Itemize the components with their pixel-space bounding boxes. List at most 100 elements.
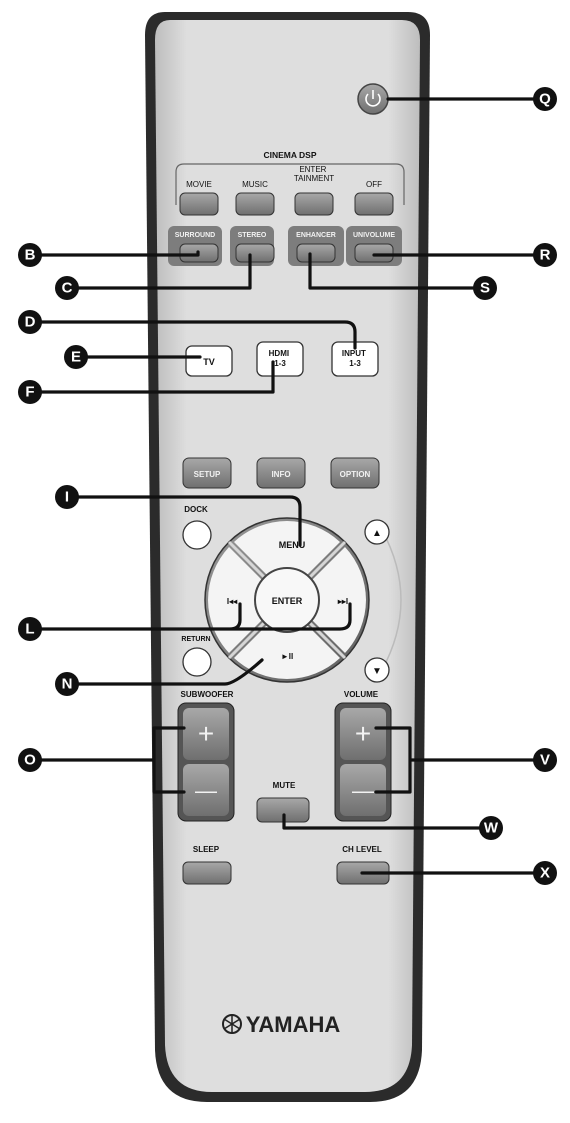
callout-r: R: [533, 243, 557, 267]
svg-text:R: R: [540, 247, 551, 264]
callout-e: E: [64, 345, 88, 369]
callout-d: D: [18, 310, 42, 334]
setup-label: SETUP: [194, 470, 221, 479]
callout-w: W: [479, 816, 503, 840]
callout-s: S: [473, 276, 497, 300]
enter-button[interactable]: [254, 567, 320, 633]
svg-text:F: F: [25, 384, 34, 401]
input-label-line1: INPUT: [342, 349, 366, 358]
cinema-dsp-frame: [175, 163, 405, 205]
cinema-dsp-label: CINEMA DSP: [263, 150, 316, 160]
info-button[interactable]: INFO: [256, 457, 306, 489]
hdmi-label-line1: HDMI: [269, 349, 289, 358]
surround-button[interactable]: SURROUND: [168, 226, 222, 266]
previous-button[interactable]: [208, 547, 282, 653]
return-label: RETURN: [181, 636, 210, 643]
tv-label: TV: [203, 357, 215, 367]
input-label-line2: 1-3: [349, 359, 361, 368]
dsp-button-entertainment[interactable]: ENTER TAINMENT: [294, 165, 334, 216]
menu-label: MENU: [279, 540, 306, 550]
down-icon: ▼: [372, 666, 382, 677]
svg-text:D: D: [25, 314, 36, 331]
univolume-label: UNIVOLUME: [353, 232, 395, 239]
tv-button[interactable]: TV: [185, 345, 233, 377]
navigation-cluster: ENTER MENU I◂◂ ▸▸I ►II: [204, 517, 370, 683]
info-label: INFO: [271, 470, 290, 479]
svg-text:I: I: [65, 489, 69, 506]
subwoofer-plus-button[interactable]: +: [183, 708, 229, 760]
stereo-label: STEREO: [238, 232, 267, 239]
callout-i: I: [55, 485, 79, 509]
up-button[interactable]: ▲: [364, 519, 390, 545]
univolume-button[interactable]: UNIVOLUME: [346, 226, 402, 266]
callout-leaders: [36, 97, 544, 875]
dsp-button-movie[interactable]: MOVIE: [179, 180, 219, 216]
subwoofer-label: SUBWOOFER: [181, 690, 234, 699]
dsp-label-entertainment: ENTER TAINMENT: [294, 165, 334, 183]
navigation-arc: [381, 529, 402, 671]
svg-text:X: X: [540, 865, 550, 882]
sleep-label: SLEEP: [193, 845, 220, 854]
brand-label: YAMAHA: [246, 1012, 341, 1037]
ch-level-label: CH LEVEL: [342, 845, 382, 854]
enhancer-button[interactable]: ENHANCER: [288, 226, 344, 266]
svg-text:B: B: [25, 247, 36, 264]
power-button[interactable]: [357, 83, 389, 115]
dsp-button-music[interactable]: MUSIC: [235, 180, 275, 216]
volume-rocker: + —: [334, 702, 392, 822]
play-pause-icon: ►II: [281, 652, 293, 661]
dsp-label-entertainment-line2: TAINMENT: [294, 174, 334, 183]
callout-b: B: [18, 243, 42, 267]
svg-text:S: S: [480, 280, 490, 297]
setup-button[interactable]: SETUP: [182, 457, 232, 489]
volume-plus-button[interactable]: +: [340, 708, 386, 760]
svg-text:W: W: [484, 820, 499, 837]
input-button[interactable]: INPUT 1-3: [331, 341, 379, 377]
up-icon: ▲: [372, 528, 382, 539]
subwoofer-minus-icon: —: [195, 778, 217, 803]
dsp-label-off: OFF: [366, 180, 382, 189]
subwoofer-minus-button[interactable]: —: [183, 764, 229, 816]
volume-label: VOLUME: [344, 690, 379, 699]
enter-label: ENTER: [272, 596, 303, 606]
svg-text:E: E: [71, 349, 81, 366]
svg-text:V: V: [540, 752, 550, 769]
hdmi-button[interactable]: HDMI 1-3: [256, 341, 304, 377]
dsp-label-music: MUSIC: [242, 180, 268, 189]
sleep-button[interactable]: [182, 861, 232, 885]
callout-f: F: [18, 380, 42, 404]
mute-label: MUTE: [273, 781, 296, 790]
volume-plus-icon: +: [355, 718, 371, 749]
stereo-button[interactable]: STEREO: [230, 226, 275, 266]
subwoofer-rocker: + —: [177, 702, 235, 822]
yamaha-logo: YAMAHA: [222, 1012, 341, 1037]
return-button[interactable]: [182, 647, 212, 677]
next-icon: ▸▸I: [337, 597, 348, 606]
volume-minus-icon: —: [352, 778, 374, 803]
previous-icon: I◂◂: [227, 597, 238, 606]
callout-v: V: [533, 748, 557, 772]
dsp-label-movie: MOVIE: [186, 180, 212, 189]
svg-text:O: O: [24, 752, 36, 769]
dock-label: DOCK: [184, 505, 208, 514]
svg-text:L: L: [25, 621, 34, 638]
enhancer-label: ENHANCER: [296, 232, 336, 239]
down-button[interactable]: ▼: [364, 657, 390, 683]
dock-button[interactable]: [182, 520, 212, 550]
callout-x: X: [533, 861, 557, 885]
input-label: INPUT 1-3: [342, 349, 368, 368]
callout-o: O: [18, 748, 42, 772]
surround-label: SURROUND: [175, 232, 215, 239]
menu-button[interactable]: [234, 521, 340, 595]
option-button[interactable]: OPTION: [330, 457, 380, 489]
svg-text:Q: Q: [539, 91, 551, 108]
dsp-button-off[interactable]: OFF: [354, 180, 394, 216]
option-label: OPTION: [340, 470, 371, 479]
power-icon: [365, 90, 381, 107]
subwoofer-plus-icon: +: [198, 718, 214, 749]
yamaha-emblem-icon: [222, 1014, 242, 1034]
callout-c: C: [55, 276, 79, 300]
callout-l: L: [18, 617, 42, 641]
volume-minus-button[interactable]: —: [340, 764, 386, 816]
